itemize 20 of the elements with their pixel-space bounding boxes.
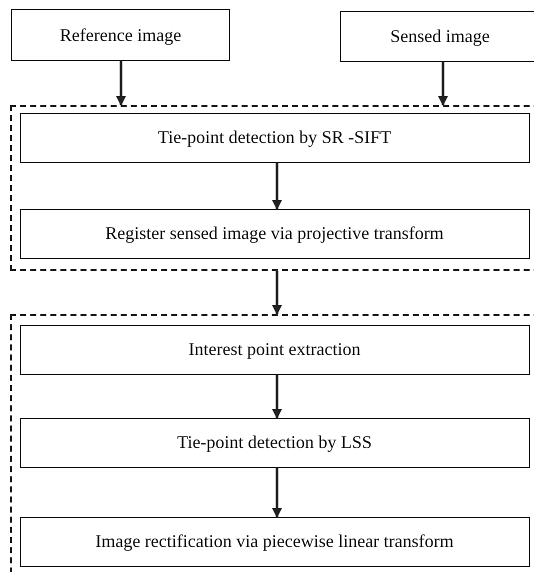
process-box (20, 112, 530, 162)
arrow (272, 375, 282, 419)
arrow (272, 468, 282, 518)
box-label: Image rectification via piecewise linear transform (95, 531, 454, 552)
box-label: Interest point extraction (188, 339, 360, 360)
box-label: Tie-point detection by LSS (177, 432, 372, 453)
arrow (272, 163, 282, 210)
arrow (272, 271, 282, 315)
process-box (20, 418, 530, 468)
process-box (340, 11, 534, 62)
box-label: Register sensed image via projective transform (105, 223, 444, 244)
box-label: Sensed image (390, 26, 490, 47)
box-label: Reference image (60, 24, 182, 46)
arrow (116, 61, 126, 106)
process-box (11, 9, 230, 61)
process-box (20, 208, 530, 258)
box-label: Tie-point detection by SR -SIFT (158, 127, 392, 148)
process-box (20, 324, 530, 374)
process-box (20, 516, 530, 566)
arrow (438, 62, 448, 106)
